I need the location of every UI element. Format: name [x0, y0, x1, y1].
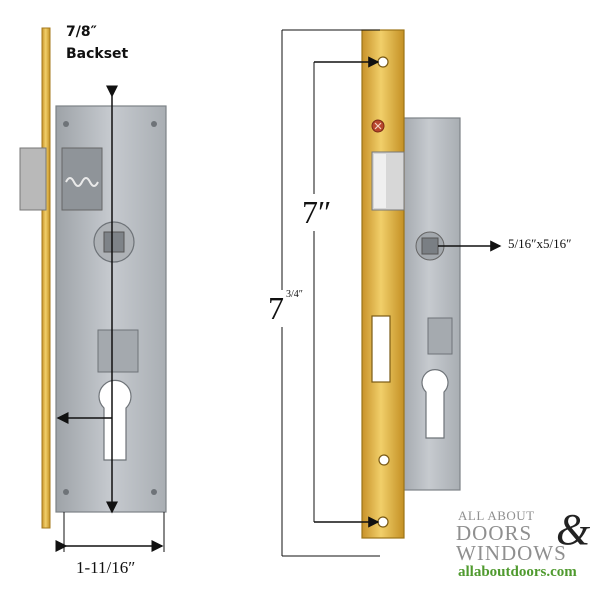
right-cylinder-hole: [421, 369, 449, 439]
left-mechanism: [97, 329, 139, 373]
left-cylinder-hole: [98, 379, 132, 461]
right-bolt-slot: [371, 315, 391, 383]
left-faceplate: [41, 27, 51, 529]
faceplate-screw-top: [377, 56, 389, 68]
spindle-size-label: 5/16″x5/16″: [508, 236, 572, 251]
right-faceplate: [361, 29, 405, 539]
backset-label: Backset: [66, 46, 129, 62]
left-lock-body: [19, 27, 167, 529]
faceplate-screw-bottom: [378, 454, 390, 466]
backset-value: 7/8″: [66, 24, 97, 40]
left-latch-window: [61, 147, 103, 211]
right-lock-body: [361, 29, 461, 539]
brand-logo: ALL ABOUT DOORS & WINDOWS allaboutdoors.…: [456, 508, 600, 598]
logo-ampersand: &: [556, 505, 591, 554]
inner-height-label: 7″: [300, 194, 334, 231]
logo-url: allaboutdoors.com: [458, 564, 577, 580]
logo-line-doors: DOORS: [456, 521, 533, 545]
width-dimension-label: 1-11/16″: [76, 558, 136, 577]
left-latch-bolt: [19, 147, 47, 211]
logo-line-all-about: ALL ABOUT: [458, 508, 535, 523]
faceplate-screw-lowest: [377, 516, 389, 528]
left-dimensions: [55, 85, 165, 552]
logo-line-windows: WINDOWS: [456, 541, 567, 565]
outer-height-main: 7: [266, 290, 286, 327]
outer-height-fraction: 3/4″: [286, 289, 303, 300]
left-spring: [65, 177, 99, 187]
